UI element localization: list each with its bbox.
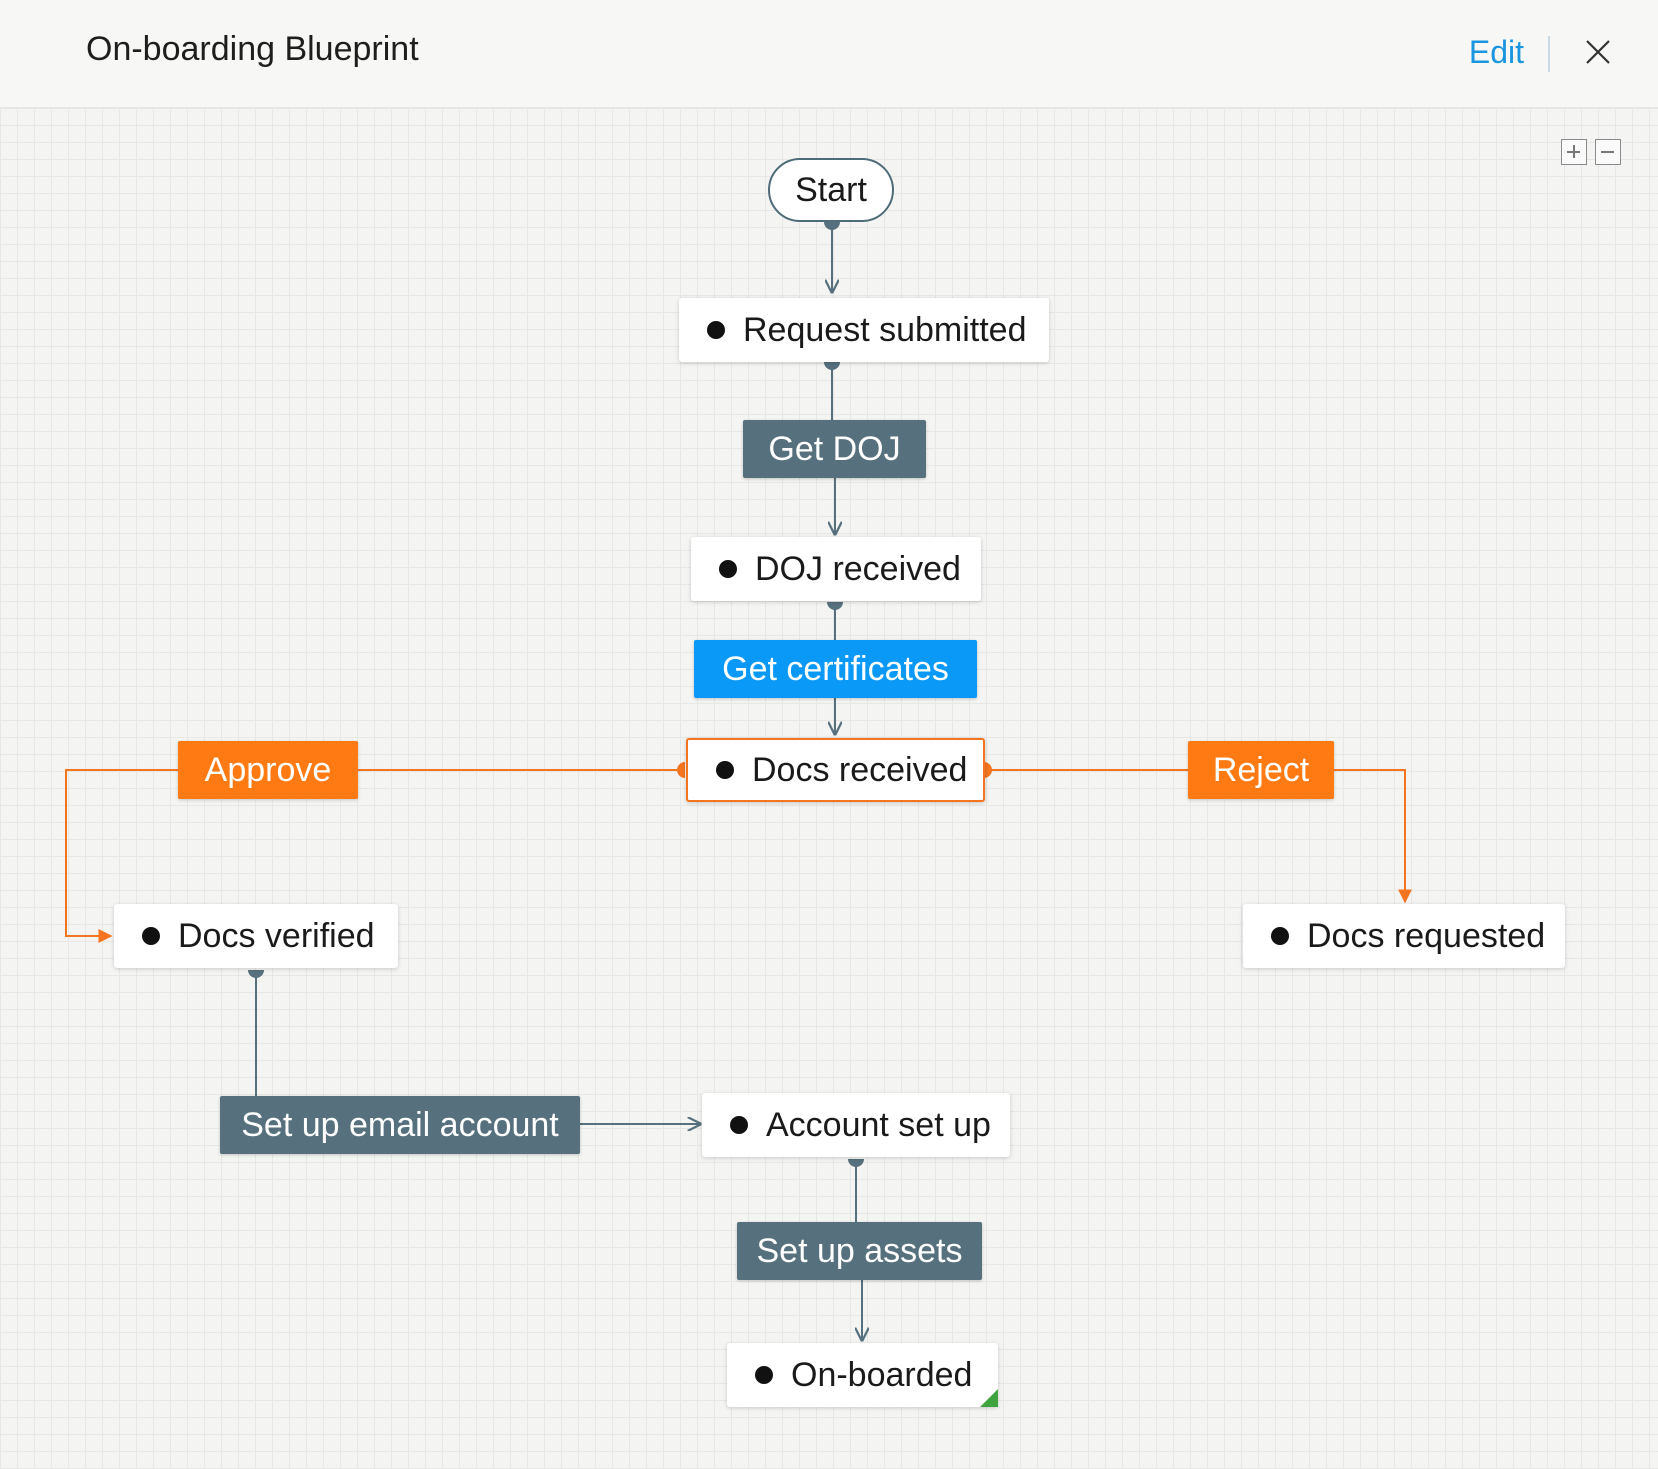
transition-set-up-email-account[interactable]: Set up email account bbox=[220, 1096, 580, 1154]
port-verified bbox=[248, 970, 264, 978]
bullet-icon bbox=[707, 321, 725, 339]
connector-reject-requested bbox=[1334, 769, 1412, 904]
transition-get-certificates[interactable]: Get certificates bbox=[694, 640, 977, 698]
port-doj bbox=[827, 602, 843, 610]
zoom-in-button[interactable] bbox=[1561, 139, 1587, 165]
zoom-out-button[interactable] bbox=[1595, 139, 1621, 165]
page-title: On-boarding Blueprint bbox=[86, 30, 419, 68]
bullet-icon bbox=[142, 927, 160, 945]
connector-approve-verified bbox=[65, 769, 178, 943]
state-label: DOJ received bbox=[755, 549, 961, 588]
transition-set-up-assets[interactable]: Set up assets bbox=[737, 1222, 982, 1280]
port-account bbox=[848, 1159, 864, 1167]
state-label: On-boarded bbox=[791, 1355, 973, 1394]
state-on-boarded[interactable]: On-boarded bbox=[727, 1343, 998, 1407]
transition-approve[interactable]: Approve bbox=[178, 741, 358, 799]
state-account-set-up[interactable]: Account set up bbox=[702, 1093, 1010, 1157]
port-docs-left bbox=[677, 762, 685, 778]
state-label: Docs verified bbox=[178, 916, 375, 955]
state-doj-received[interactable]: DOJ received bbox=[691, 537, 981, 601]
state-docs-requested[interactable]: Docs requested bbox=[1243, 904, 1565, 968]
blueprint-header: On-boarding Blueprint Edit bbox=[0, 0, 1658, 108]
state-label: Request submitted bbox=[743, 310, 1027, 349]
port-request bbox=[824, 362, 840, 370]
state-label: Account set up bbox=[766, 1105, 991, 1144]
port-docs-right bbox=[984, 762, 992, 778]
bullet-icon bbox=[1271, 927, 1289, 945]
state-label: Docs requested bbox=[1307, 916, 1546, 955]
start-node[interactable]: Start bbox=[768, 158, 894, 222]
bullet-icon bbox=[719, 560, 737, 578]
transition-get-doj[interactable]: Get DOJ bbox=[743, 420, 926, 478]
state-docs-received[interactable]: Docs received bbox=[686, 738, 985, 802]
state-request-submitted[interactable]: Request submitted bbox=[679, 298, 1049, 362]
close-icon[interactable] bbox=[1582, 36, 1614, 68]
bullet-icon bbox=[730, 1116, 748, 1134]
edit-link[interactable]: Edit bbox=[1468, 34, 1524, 70]
header-divider bbox=[1548, 36, 1550, 72]
state-docs-verified[interactable]: Docs verified bbox=[114, 904, 398, 968]
bullet-icon bbox=[755, 1366, 773, 1384]
transition-reject[interactable]: Reject bbox=[1188, 741, 1334, 799]
port-start bbox=[824, 222, 840, 230]
state-label: Docs received bbox=[752, 750, 968, 789]
bullet-icon bbox=[716, 761, 734, 779]
